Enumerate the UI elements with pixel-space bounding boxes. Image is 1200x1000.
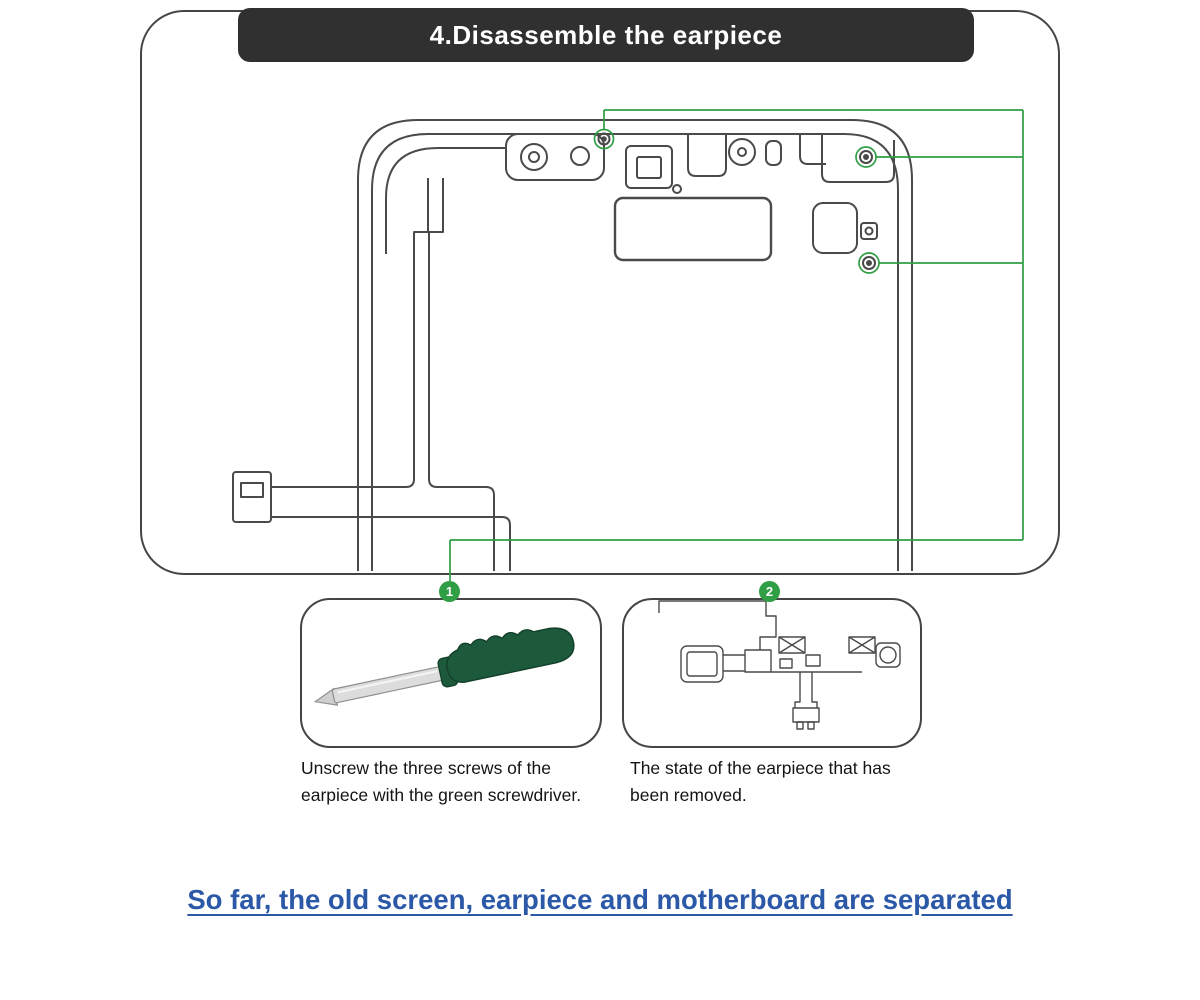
main-illustration-panel	[140, 10, 1060, 575]
footer-heading-text: So far, the old screen, earpiece and mot…	[187, 884, 1013, 915]
step-caption-2: The state of the earpiece that has been …	[630, 758, 891, 805]
title-banner: 4.Disassemble the earpiece	[238, 8, 974, 62]
page-title: 4.Disassemble the earpiece	[429, 19, 783, 50]
step-panel-earpiece-removed	[622, 598, 922, 748]
step-marker-2: 2	[759, 581, 780, 602]
footer-heading: So far, the old screen, earpiece and mot…	[0, 884, 1200, 916]
step-caption-1: Unscrew the three screws of the earpiece…	[301, 758, 582, 805]
step-marker-1: 1	[439, 581, 460, 602]
step-marker-2-label: 2	[765, 584, 774, 599]
step-panel-screwdriver	[300, 598, 602, 748]
step-marker-1-label: 1	[445, 584, 454, 599]
